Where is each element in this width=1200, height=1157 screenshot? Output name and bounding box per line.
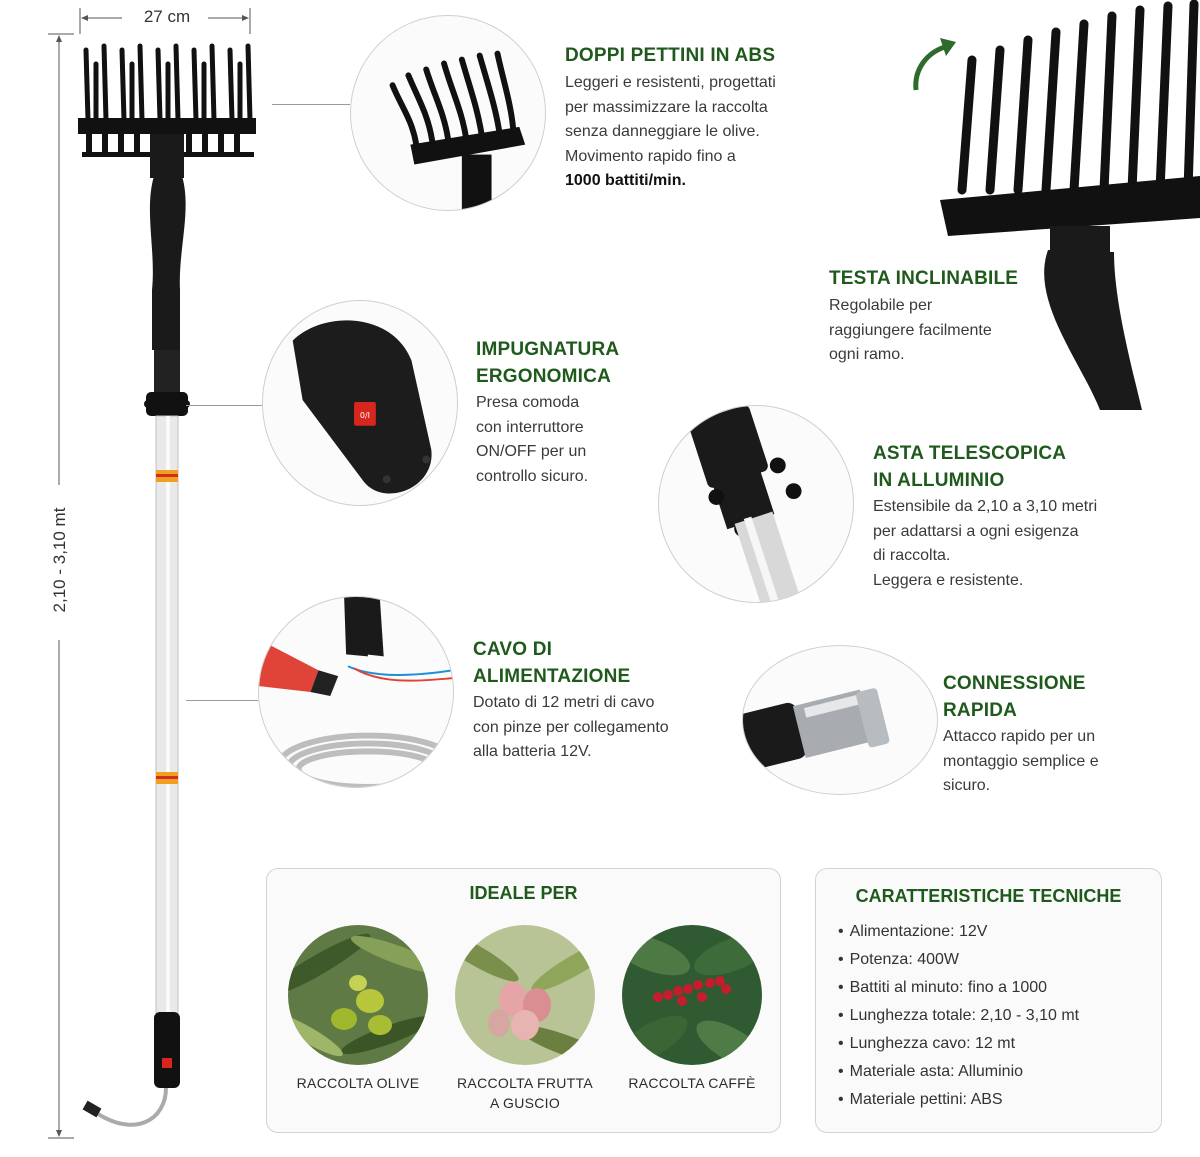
feature-grip: IMPUGNATURA ERGONOMICA Presa comoda con … — [476, 336, 676, 489]
use-label-coffee: RACCOLTA CAFFÈ — [607, 1073, 777, 1093]
olives-image — [288, 925, 428, 1065]
use-label-line: RACCOLTA CAFFÈ — [628, 1075, 756, 1091]
nut-fruit-image — [455, 925, 595, 1065]
feature-tilt-head: TESTA INCLINABILE Regolabile per raggiun… — [829, 265, 1089, 368]
feature-text: montaggio semplice e — [943, 752, 1099, 770]
ideal-for-title: IDEALE PER — [469, 883, 578, 903]
height-label: 2,10 - 3,10 mt — [50, 507, 69, 613]
feature-text: sicuro. — [943, 777, 991, 794]
svg-text:0/I: 0/I — [360, 411, 370, 420]
feature-title: TESTA INCLINABILE — [829, 268, 1019, 289]
spec-item: Lunghezza cavo: 12 mt — [838, 1030, 1079, 1058]
connector-line-cable — [186, 700, 258, 701]
use-label-olives: RACCOLTA OLIVE — [273, 1073, 443, 1093]
spec-item: Battiti al minuto: fino a 1000 — [838, 974, 1079, 1002]
feature-text: per adattarsi a ogni esigenza — [873, 522, 1079, 540]
connector-line-combs — [272, 104, 350, 105]
grip-detail-image: 0/I — [262, 300, 458, 506]
feature-title: DOPPI PETTINI IN ABS — [565, 45, 776, 66]
feature-cable: CAVO DI ALIMENTAZIONE Dotato di 12 metri… — [473, 636, 713, 765]
feature-text: ON/OFF per un — [476, 443, 587, 460]
feature-title: IMPUGNATURA — [476, 339, 620, 360]
feature-text: alla batteria 12V. — [473, 743, 592, 760]
connector-detail-image — [742, 645, 938, 795]
feature-highlight: 1000 battiti/min. — [565, 172, 686, 189]
spec-item: Materiale pettini: ABS — [838, 1086, 1079, 1114]
feature-title: ASTA TELESCOPICA — [873, 443, 1067, 464]
spec-item: Lunghezza totale: 2,10 - 3,10 mt — [838, 1002, 1079, 1030]
feature-text: raggiungere facilmente — [829, 321, 992, 339]
height-dimension: 2,10 - 3,10 mt — [46, 30, 76, 1142]
height-arrow-icon — [48, 33, 74, 1139]
feature-quick-connect: CONNESSIONE RAPIDA Attacco rapido per un… — [943, 670, 1173, 799]
use-label-line: RACCOLTA FRUTTA — [457, 1075, 593, 1091]
spec-item: Potenza: 400W — [838, 946, 1079, 974]
feature-text: Attacco rapido per un — [943, 728, 1096, 745]
feature-text: senza danneggiare le olive. — [565, 123, 760, 140]
use-label-line: RACCOLTA OLIVE — [296, 1075, 420, 1091]
width-arrow-icon — [79, 8, 251, 34]
feature-text: Regolabile per — [829, 297, 933, 314]
feature-text: Dotato di 12 metri di cavo — [473, 694, 655, 711]
feature-text: Leggera e resistente. — [873, 571, 1024, 589]
feature-text: Presa comoda — [476, 394, 580, 411]
connector-line-grip — [186, 405, 262, 406]
width-dimension: 27 cm — [74, 6, 256, 36]
feature-pole: ASTA TELESCOPICA IN ALLUMINIO Estensibil… — [873, 440, 1173, 593]
feature-text: Leggeri e resistenti, progettati — [565, 74, 776, 91]
feature-text: Estensibile da 2,10 a 3,10 metri — [873, 498, 1098, 515]
tech-specs-box: CARATTERISTICHE TECNICHE Alimentazione: … — [815, 868, 1162, 1133]
power-switch-icon — [354, 402, 376, 426]
feature-combs: DOPPI PETTINI IN ABS Leggeri e resistent… — [565, 42, 865, 194]
feature-title: ERGONOMICA — [476, 366, 611, 387]
use-label-line: A GUSCIO — [489, 1095, 561, 1111]
cable-detail-image — [258, 596, 454, 788]
feature-text: controllo sicuro. — [476, 467, 589, 485]
spec-item: Materiale asta: Alluminio — [838, 1058, 1079, 1086]
feature-title: ALIMENTAZIONE — [473, 666, 631, 687]
use-label-nuts: RACCOLTA FRUTTA A GUSCIO — [440, 1073, 610, 1113]
feature-title: RAPIDA — [943, 700, 1018, 721]
tilt-head-image — [900, 0, 1200, 410]
feature-text: con pinze per collegamento — [473, 718, 669, 736]
feature-text: Movimento rapido fino a — [565, 147, 736, 165]
tech-specs-list: Alimentazione: 12V Potenza: 400W Battiti… — [838, 918, 1079, 1114]
feature-title: IN ALLUMINIO — [873, 470, 1005, 491]
feature-title: CAVO DI — [473, 639, 553, 660]
curved-arrow-icon — [913, 43, 949, 91]
feature-text: di raccolta. — [873, 547, 951, 564]
feature-text: per massimizzare la raccolta — [565, 98, 768, 116]
combs-detail-image — [350, 15, 546, 211]
feature-text: ogni ramo. — [829, 346, 905, 363]
feature-title: CONNESSIONE — [943, 673, 1086, 694]
ideal-for-box: IDEALE PER RACCOLTA OLIVE RACC — [266, 868, 781, 1133]
product-image — [74, 40, 270, 1145]
spec-item: Alimentazione: 12V — [838, 918, 1079, 946]
tech-specs-title: CARATTERISTICHE TECNICHE — [855, 886, 1122, 906]
feature-text: con interruttore — [476, 418, 584, 436]
coffee-image — [622, 925, 762, 1065]
width-label: 27 cm — [143, 7, 191, 26]
pole-detail-image — [658, 405, 854, 603]
